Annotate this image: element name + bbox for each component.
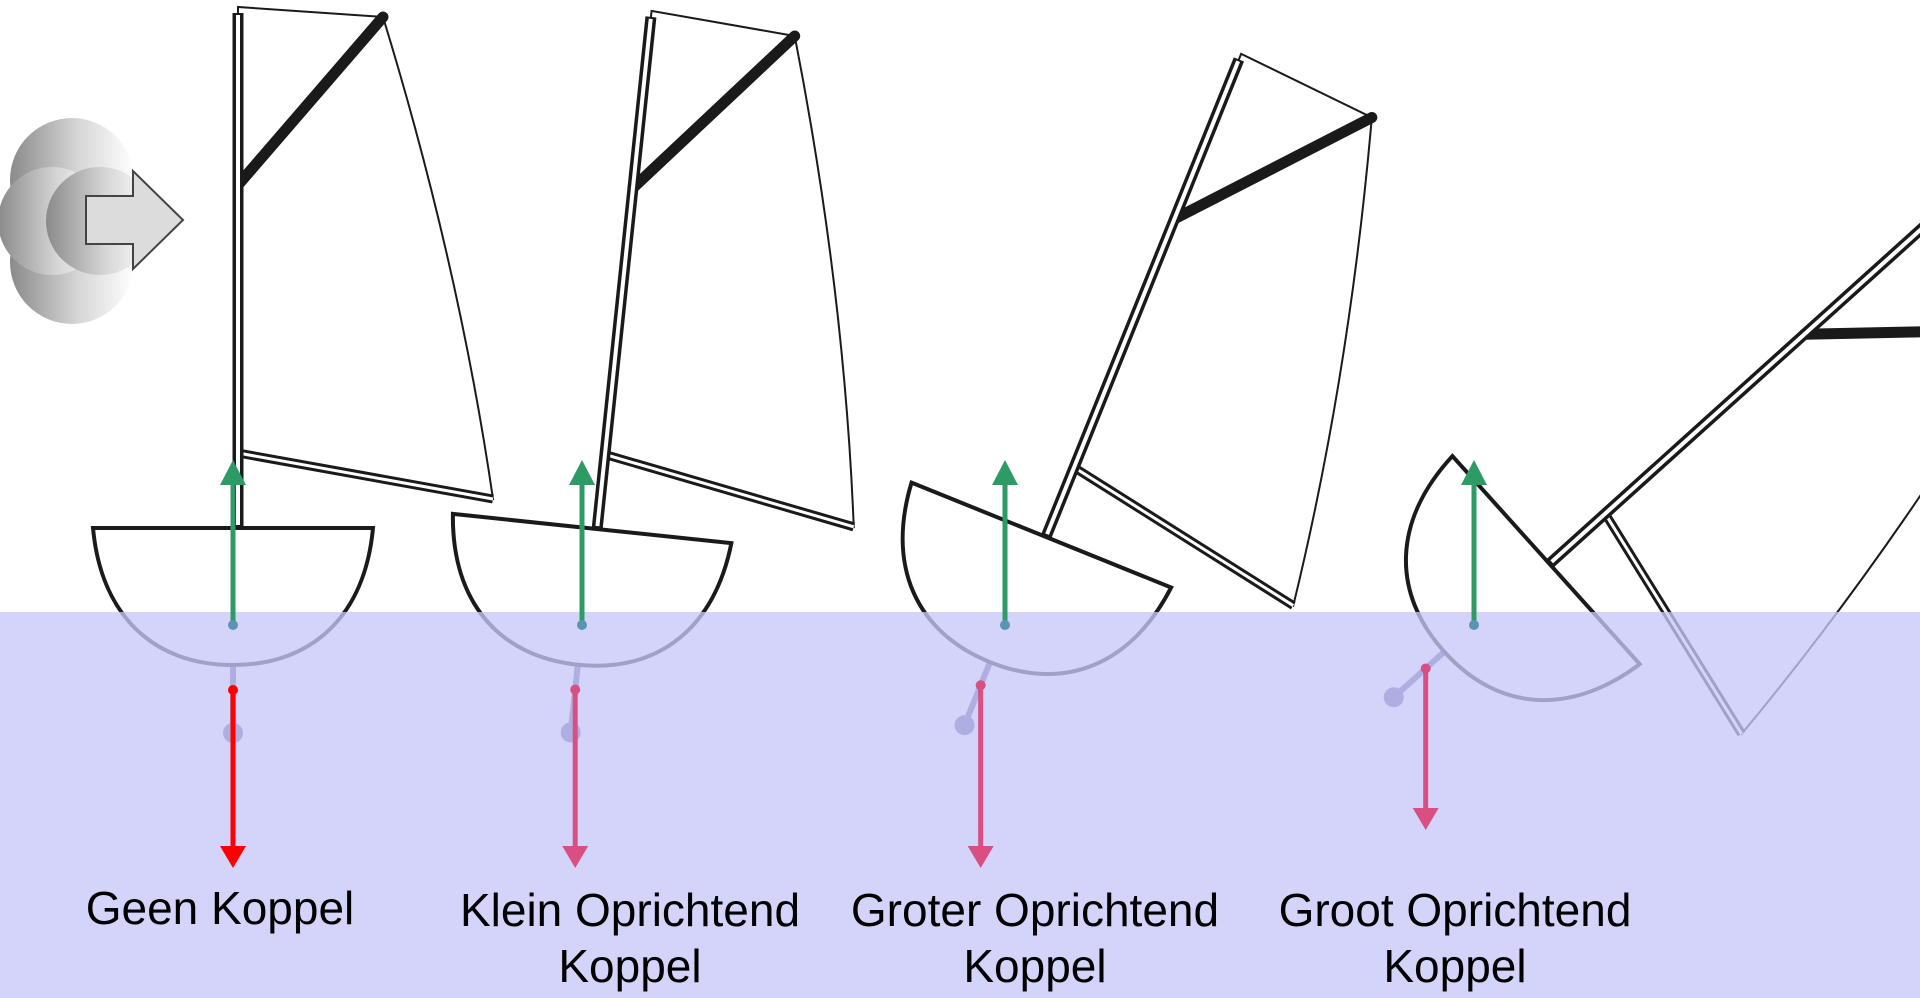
center-of-gravity [1420,663,1431,674]
center-of-gravity [975,680,986,691]
sail [603,9,855,529]
center-of-buoyancy [228,620,238,630]
center-of-buoyancy [1469,620,1479,630]
sail [237,5,495,501]
gravity-arrowhead [1412,808,1439,830]
gaff [627,30,801,194]
water-surface [0,612,1920,998]
caption-boat-1: Geen Koppel [85,882,355,934]
gaff [1168,111,1378,225]
wind-arrow-icon [85,168,185,272]
center-of-buoyancy [1000,620,1010,630]
buoyancy-arrowhead [569,460,595,485]
gravity-arrowhead [562,846,589,868]
buoyancy-arrowhead [992,460,1018,485]
buoyancy-arrowhead [220,460,246,485]
gaff [1798,324,1920,340]
caption-boat-4: Groot Oprichtend Koppel [1278,884,1632,992]
center-of-gravity [228,685,238,695]
buoyancy-arrowhead [1461,460,1487,485]
gravity-arrowhead [220,846,246,868]
sail [1072,52,1373,608]
gaff [232,11,389,191]
caption-boat-3: Groter Oprichtend Koppel [850,884,1220,992]
gravity-arrowhead [967,846,994,868]
center-of-buoyancy [577,620,587,630]
center-of-gravity [570,684,581,695]
caption-boat-2: Klein Oprichtend Koppel [459,884,801,992]
